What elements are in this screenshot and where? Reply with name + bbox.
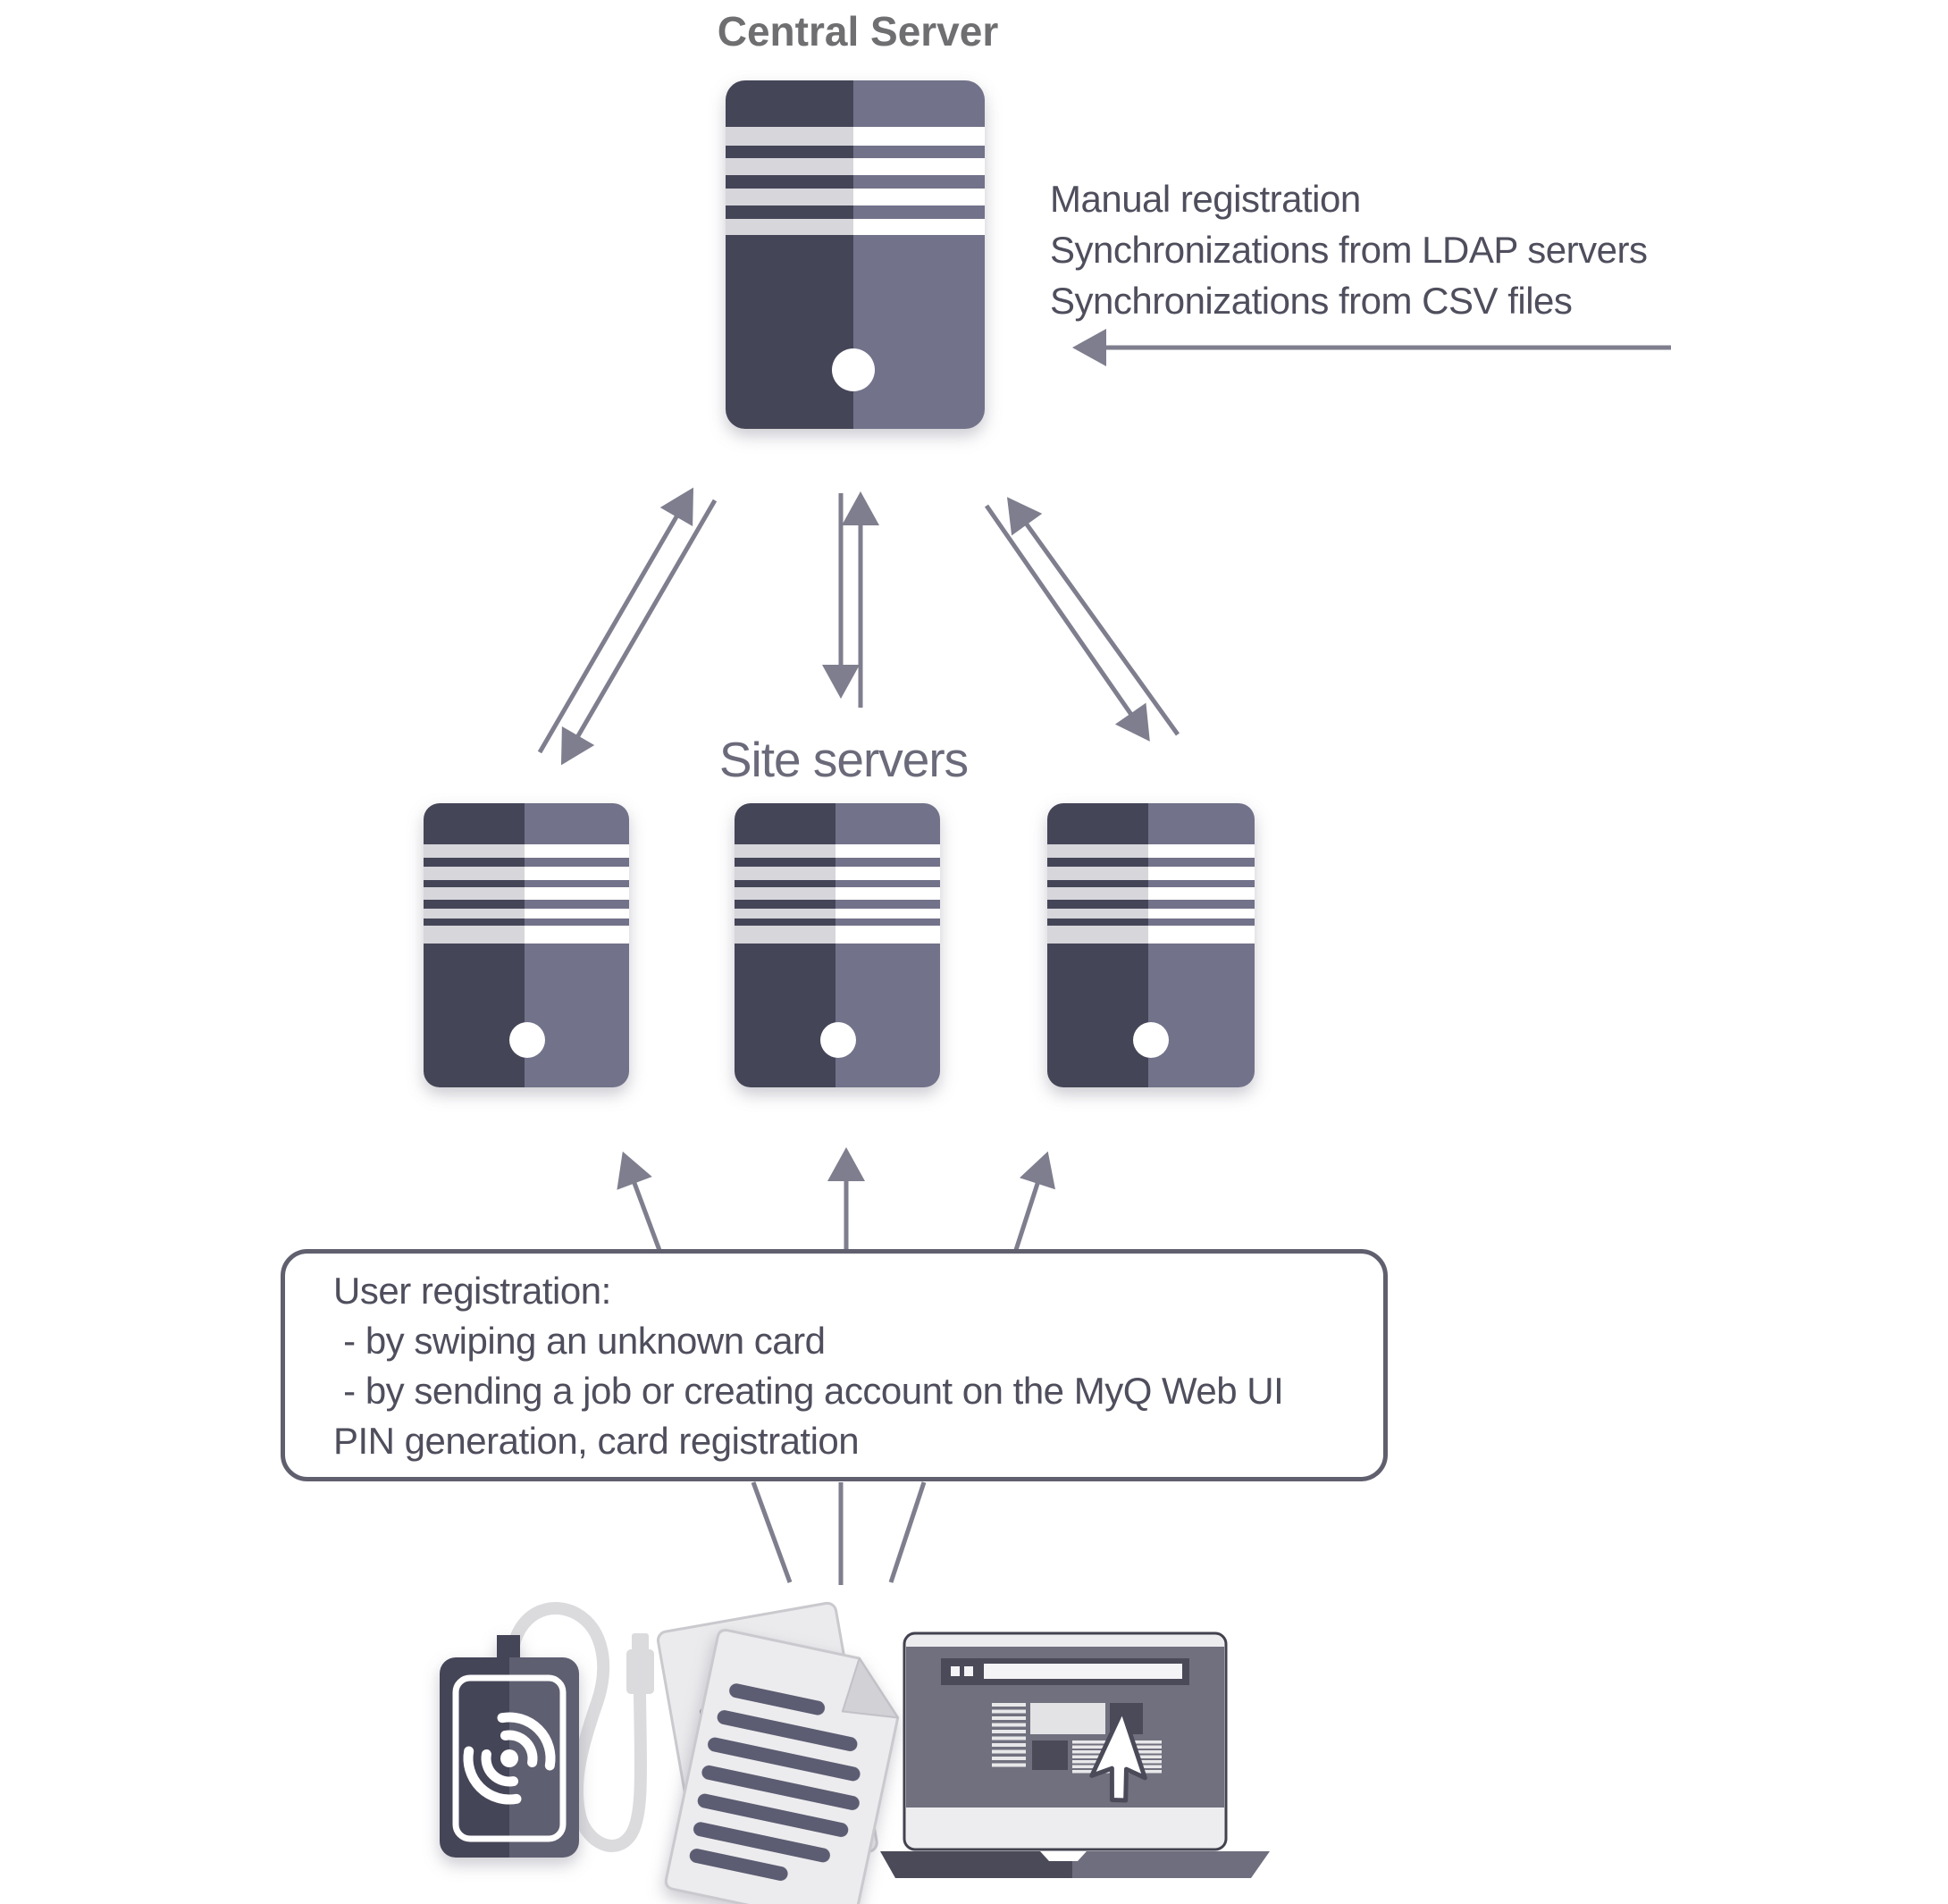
card-inner-border (452, 1674, 567, 1842)
browser-bar (941, 1658, 1189, 1685)
usb-connector (632, 1633, 649, 1653)
server-power-light (820, 1022, 856, 1058)
content-block-dark (1032, 1740, 1068, 1770)
sync-arrow-right (984, 497, 1180, 742)
user-registration-line: PIN generation, card registration (333, 1420, 860, 1462)
laptop-base-notch (1040, 1851, 1087, 1861)
server-stripes (1047, 844, 1255, 944)
registration-method-line: Synchronizations from LDAP servers (1050, 229, 1648, 271)
documents-icon (656, 1601, 900, 1904)
user-registration-arrows (617, 1147, 1055, 1254)
registration-method-line: Synchronizations from CSV files (1050, 280, 1573, 322)
rfid-signal-icon (463, 1712, 556, 1805)
device-connection-lines (751, 1481, 927, 1585)
registration-method-line: Manual registration (1050, 178, 1361, 220)
content-block-light (1030, 1703, 1105, 1734)
registration-arrow-up (617, 1151, 663, 1254)
site-server-icon-2 (735, 803, 940, 1087)
site-server-icon-1 (424, 803, 629, 1087)
usb-cable (506, 1602, 648, 1852)
user-registration-line: - by swiping an unknown card (333, 1320, 826, 1362)
site-server-icon-3 (1047, 803, 1255, 1087)
page-fold-corner (841, 1657, 899, 1719)
laptop-base (880, 1851, 1270, 1878)
server-power-light (1133, 1022, 1169, 1058)
user-registration-line: - by sending a job or creating account o… (333, 1370, 1284, 1412)
browser-button (964, 1666, 973, 1676)
server-power-light (509, 1022, 545, 1058)
user-registration-line: User registration: (333, 1270, 611, 1312)
mouse-cursor-icon (1089, 1707, 1147, 1803)
registration-arrow-up (1012, 1151, 1055, 1254)
server-stripes (726, 127, 985, 235)
usb-connector-body (626, 1649, 654, 1694)
sync-arrow-middle (822, 491, 879, 708)
user-registration-box: User registration: - by swiping an unkno… (281, 1249, 1388, 1481)
central-server-icon (726, 80, 985, 429)
sync-arrow-left (537, 487, 718, 766)
central-server-title: Central Server (717, 8, 999, 55)
browser-button (951, 1666, 960, 1676)
server-power-light (832, 348, 875, 391)
site-servers-label: Site servers (718, 732, 969, 787)
server-stripes (424, 844, 629, 944)
registration-methods-text: Manual registration Synchronizations fro… (1050, 173, 1648, 326)
server-stripes (735, 844, 940, 944)
document-front-page (664, 1629, 900, 1904)
address-bar (984, 1664, 1182, 1679)
document-text-lines (689, 1683, 861, 1882)
rfid-card-reader-icon (440, 1635, 579, 1858)
browser-content (992, 1703, 1162, 1803)
laptop-icon (880, 1631, 1270, 1878)
